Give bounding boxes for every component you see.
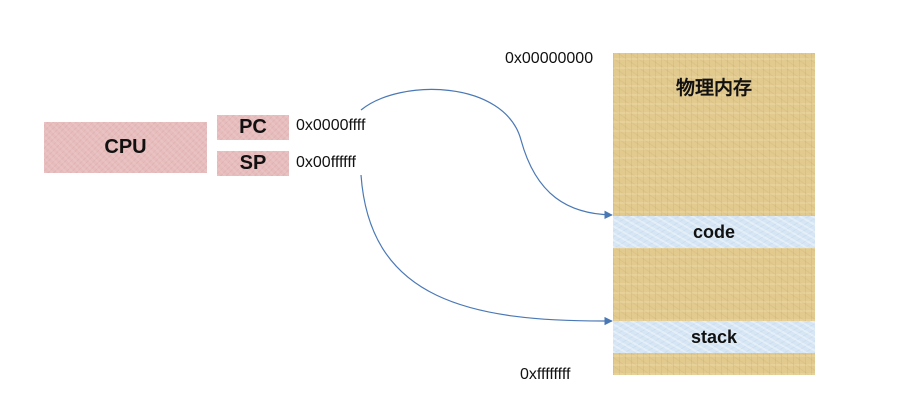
stack-segment-label: stack [690,326,738,347]
sp-register: SP [217,151,289,176]
memory-end-address: 0xffffffff [520,366,571,383]
sp-register-label: SP [239,152,267,174]
cpu-box: CPU [44,122,207,173]
sp-to-stack-arrow [360,174,613,326]
code-segment: code [613,216,815,248]
physical-memory-block: 物理内存 code stack [613,53,815,375]
pc-register-label: PC [239,116,267,138]
sp-value: 0x00ffffff [296,154,356,171]
memory-title: 物理内存 [675,77,752,99]
pc-register: PC [217,115,289,140]
code-segment-label: code [692,221,735,242]
cpu-label: CPU [104,136,147,158]
pc-value: 0x0000ffff [296,117,366,134]
pc-to-code-arrow [360,88,613,220]
stack-segment: stack [613,321,815,353]
memory-start-address: 0x00000000 [505,50,594,67]
